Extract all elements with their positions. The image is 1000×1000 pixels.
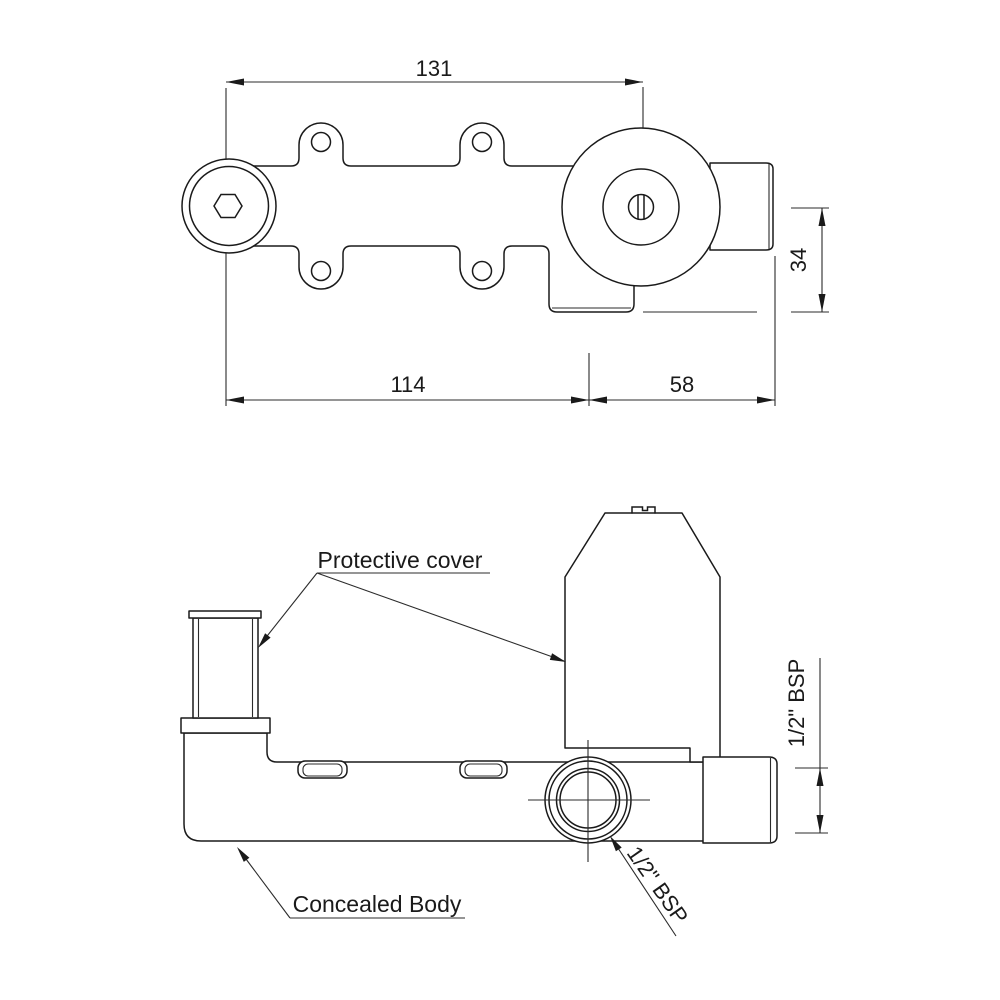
- dim-131-label: 131: [416, 56, 453, 81]
- mounting-hole: [310, 131, 332, 153]
- outlet-stub-top: [709, 162, 774, 251]
- bsp-dimension-right: [795, 658, 828, 834]
- leader-lines: [237, 572, 677, 937]
- mounting-hole: [310, 260, 332, 282]
- rib-inner: [302, 763, 343, 777]
- protective-cover-label: Protective cover: [318, 547, 483, 573]
- bsp-vertical-label: 1/2" BSP: [784, 659, 809, 748]
- rib-inner: [464, 763, 503, 777]
- hex-socket: [213, 193, 243, 219]
- protective-cover-large: [564, 506, 721, 763]
- front-view: Protective cover Concealed Body 1/2" BSP…: [180, 506, 828, 937]
- concealed-body-label: Concealed Body: [293, 891, 462, 917]
- body-ribs: [297, 760, 508, 779]
- body-front-view: [183, 732, 713, 842]
- cartridge-port: [561, 127, 721, 287]
- left-port: [181, 158, 277, 254]
- cover-cylinder: [192, 617, 259, 719]
- mounting-hole: [471, 131, 493, 153]
- cover-cap-slot: [631, 506, 656, 514]
- rib: [459, 760, 508, 779]
- screw-head: [627, 193, 655, 221]
- bsp-inlet-label: 1/2" BSP: [622, 842, 693, 929]
- top-view: 131 114 58 34: [181, 56, 829, 406]
- mounting-hole: [471, 260, 493, 282]
- protective-cover-small: [180, 610, 271, 734]
- outlet-stub-front: [702, 756, 778, 844]
- dim-58-label: 58: [670, 372, 694, 397]
- dim-34-label: 34: [786, 248, 811, 272]
- cover-top-flange: [188, 610, 262, 619]
- inlet-port: [528, 740, 650, 862]
- cover-base-flange: [180, 717, 271, 734]
- rib: [297, 760, 348, 779]
- dim-114-label: 114: [390, 372, 425, 397]
- top-view-arrowheads: [226, 78, 826, 404]
- body-top-view: [228, 122, 666, 313]
- mounting-holes: [310, 131, 493, 282]
